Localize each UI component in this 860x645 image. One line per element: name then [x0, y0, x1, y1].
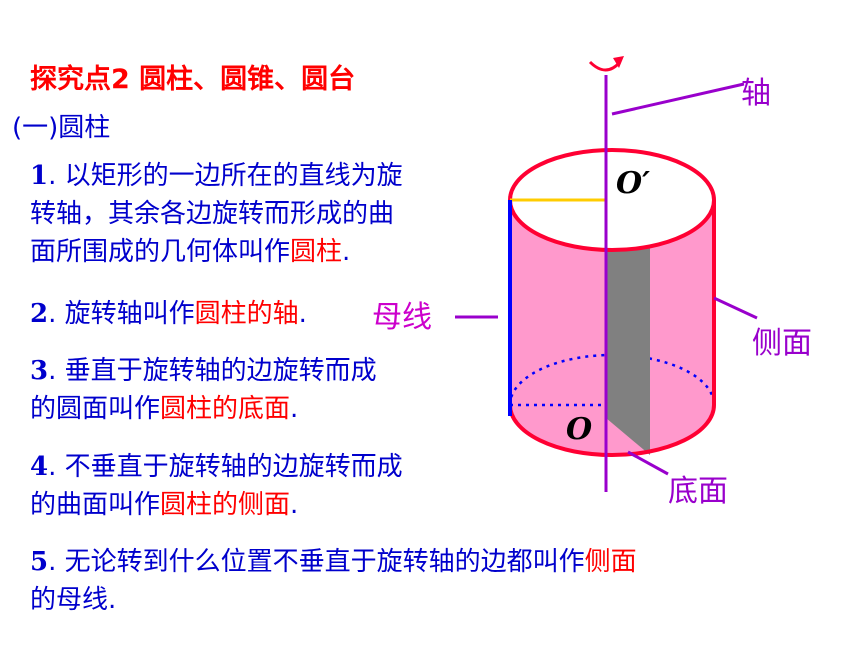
item-number: 1 — [30, 161, 49, 191]
highlighted-term: 圆柱的底面 — [160, 394, 291, 424]
definition-text: . — [342, 237, 351, 267]
highlighted-term: 圆柱的轴 — [194, 299, 299, 329]
item-number: 4 — [30, 452, 49, 482]
base-pointer — [627, 450, 669, 476]
definition-text: . 垂直于旋转轴的边旋转而成 — [48, 356, 377, 386]
rotating-section — [606, 200, 650, 455]
definition-line: 1. 以矩形的一边所在的直线为旋 — [30, 157, 403, 195]
definition-line: 转轴，其余各边旋转而形成的曲 — [30, 195, 403, 233]
definition-line: 面所围成的几何体叫作圆柱. — [30, 233, 403, 271]
definition-line: 2. 旋转轴叫作圆柱的轴. — [30, 295, 307, 333]
definition-line: 的圆面叫作圆柱的底面. — [30, 390, 377, 428]
definition-item: 5. 无论转到什么位置不垂直于旋转轴的边都叫作侧面的母线. — [30, 543, 637, 619]
top-center-label: O′ — [616, 166, 651, 201]
generatrix-label: 母线 — [372, 300, 432, 335]
definition-line: 5. 无论转到什么位置不垂直于旋转轴的边都叫作侧面 — [30, 543, 637, 581]
definition-text: . 以矩形的一边所在的直线为旋 — [48, 161, 403, 191]
definition-text: . — [298, 299, 307, 329]
lateral-surface-label: 侧面 — [752, 326, 812, 361]
definition-item: 4. 不垂直于旋转轴的边旋转而成的曲面叫作圆柱的侧面. — [30, 448, 403, 524]
definition-text: 转轴，其余各边旋转而形成的曲 — [30, 199, 395, 229]
definition-text: 的圆面叫作 — [30, 394, 161, 424]
definition-text: . — [290, 394, 299, 424]
rotation-arrowhead-icon — [613, 56, 624, 68]
definition-text: . — [290, 490, 299, 520]
definition-line: 的母线. — [30, 581, 637, 619]
definition-text: . — [108, 585, 117, 615]
definition-line: 的曲面叫作圆柱的侧面. — [30, 486, 403, 524]
bottom-center-label: O — [566, 412, 593, 447]
item-number: 3 — [30, 356, 49, 386]
base-label: 底面 — [668, 474, 728, 509]
section-heading: 探究点2 圆柱、圆锥、圆台 — [30, 64, 356, 95]
definition-text: 面所围成的几何体叫作 — [30, 237, 291, 267]
definition-text: 的曲面叫作 — [30, 490, 161, 520]
axis-pointer — [611, 82, 745, 116]
definition-item: 3. 垂直于旋转轴的边旋转而成的圆面叫作圆柱的底面. — [30, 352, 377, 428]
axis-label: 轴 — [741, 76, 771, 111]
definition-item: 2. 旋转轴叫作圆柱的轴. — [30, 295, 307, 333]
item-number: 5 — [30, 547, 49, 577]
definition-text: . 无论转到什么位置不垂直于旋转轴的边都叫作 — [48, 547, 585, 577]
definition-text: . 旋转轴叫作 — [48, 299, 195, 329]
definition-text: . 不垂直于旋转轴的边旋转而成 — [48, 452, 403, 482]
subsection-title: (一)圆柱 — [12, 113, 111, 143]
highlighted-term: 圆柱的侧面 — [160, 490, 291, 520]
definition-item: 1. 以矩形的一边所在的直线为旋转轴，其余各边旋转而形成的曲面所围成的几何体叫作… — [30, 157, 403, 271]
highlighted-term: 圆柱 — [290, 237, 343, 267]
lateral-pointer — [713, 296, 758, 320]
definition-text: 的母线 — [30, 585, 109, 615]
rotation-arrow-icon — [588, 60, 622, 72]
definition-line: 4. 不垂直于旋转轴的边旋转而成 — [30, 448, 403, 486]
definition-line: 3. 垂直于旋转轴的边旋转而成 — [30, 352, 377, 390]
item-number: 2 — [30, 299, 49, 329]
highlighted-term: 侧面 — [584, 547, 637, 577]
bottom-ellipse-edge — [508, 404, 716, 457]
